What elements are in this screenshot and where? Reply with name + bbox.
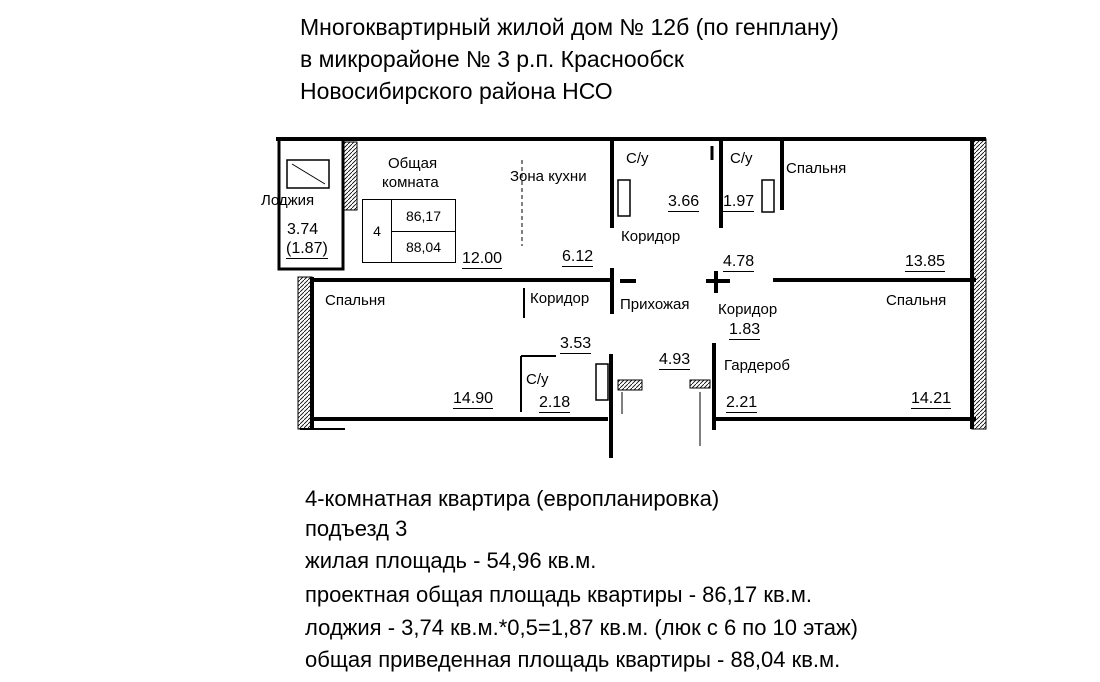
corridor-left-label: Коридор	[530, 290, 590, 307]
info-line-4: проектная общая площадь квартиры - 86,17…	[305, 582, 812, 607]
bedroom-left-label: Спальня	[325, 292, 386, 309]
area-bedroom-top-right: 13.85	[905, 253, 946, 272]
info-line-1: 4-комнатная квартира (европланировка)	[305, 486, 720, 511]
area-common-room: 12.00	[462, 250, 503, 269]
area-loggia-reduced: (1.87)	[286, 240, 328, 259]
loggia-label: Лоджия	[261, 192, 315, 209]
apartment-legend: 4 86,17 88,04	[362, 199, 456, 263]
area-wardrobe: 2.21	[726, 394, 758, 413]
info-line-2: подъезд 3	[305, 516, 408, 541]
info-line-3: жилая площадь - 54,96 кв.м.	[305, 548, 597, 573]
area-corridor-right: 1.83	[729, 321, 761, 340]
area-wc-bottom: 2.18	[539, 394, 571, 413]
bedroom-top-right-label: Спальня	[786, 160, 847, 177]
common-room-label-1: Общая	[388, 155, 438, 172]
wc-bottom-label: С/у	[526, 371, 549, 388]
common-room-label-2: комната	[382, 174, 439, 191]
bedroom-right-label: Спальня	[886, 292, 947, 309]
wardrobe-label: Гардероб	[724, 357, 790, 374]
header-line-1: Многоквартирный жилой дом № 12б (по генп…	[300, 14, 839, 40]
legend-area-total: 88,04	[405, 238, 442, 255]
kitchen-zone-label: Зона кухни	[510, 168, 587, 185]
area-bedroom-right: 14.21	[911, 390, 952, 409]
area-hallway: 4.93	[659, 351, 691, 370]
wc-top-right-label: С/у	[730, 150, 753, 167]
area-wc2: 1.97	[723, 193, 755, 212]
corridor-right-label: Коридор	[718, 301, 778, 318]
info-line-6: общая приведенная площадь квартиры - 88,…	[305, 647, 841, 672]
area-wc1: 3.66	[668, 193, 700, 212]
area-corridor-mid: 4.78	[723, 253, 755, 272]
area-kitchen: 6.12	[562, 248, 594, 267]
hallway-label: Прихожая	[620, 296, 690, 313]
area-wc-bottom-top: 3.53	[560, 335, 592, 354]
corridor-top-label: Коридор	[621, 228, 681, 245]
area-bedroom-left: 14.90	[453, 390, 494, 409]
wc-top-left-label: С/у	[626, 150, 649, 167]
legend-area-project: 86,17	[392, 200, 455, 232]
legend-room-count: 4	[363, 200, 392, 262]
header-line-3: Новосибирского района НСО	[300, 78, 613, 104]
info-line-5: лоджия - 3,74 кв.м.*0,5=1,87 кв.м. (люк …	[305, 615, 858, 640]
area-loggia: 3.74	[287, 221, 319, 238]
walls	[276, 137, 987, 458]
header-line-2: в микрорайоне № 3 р.п. Краснообск	[300, 46, 684, 72]
